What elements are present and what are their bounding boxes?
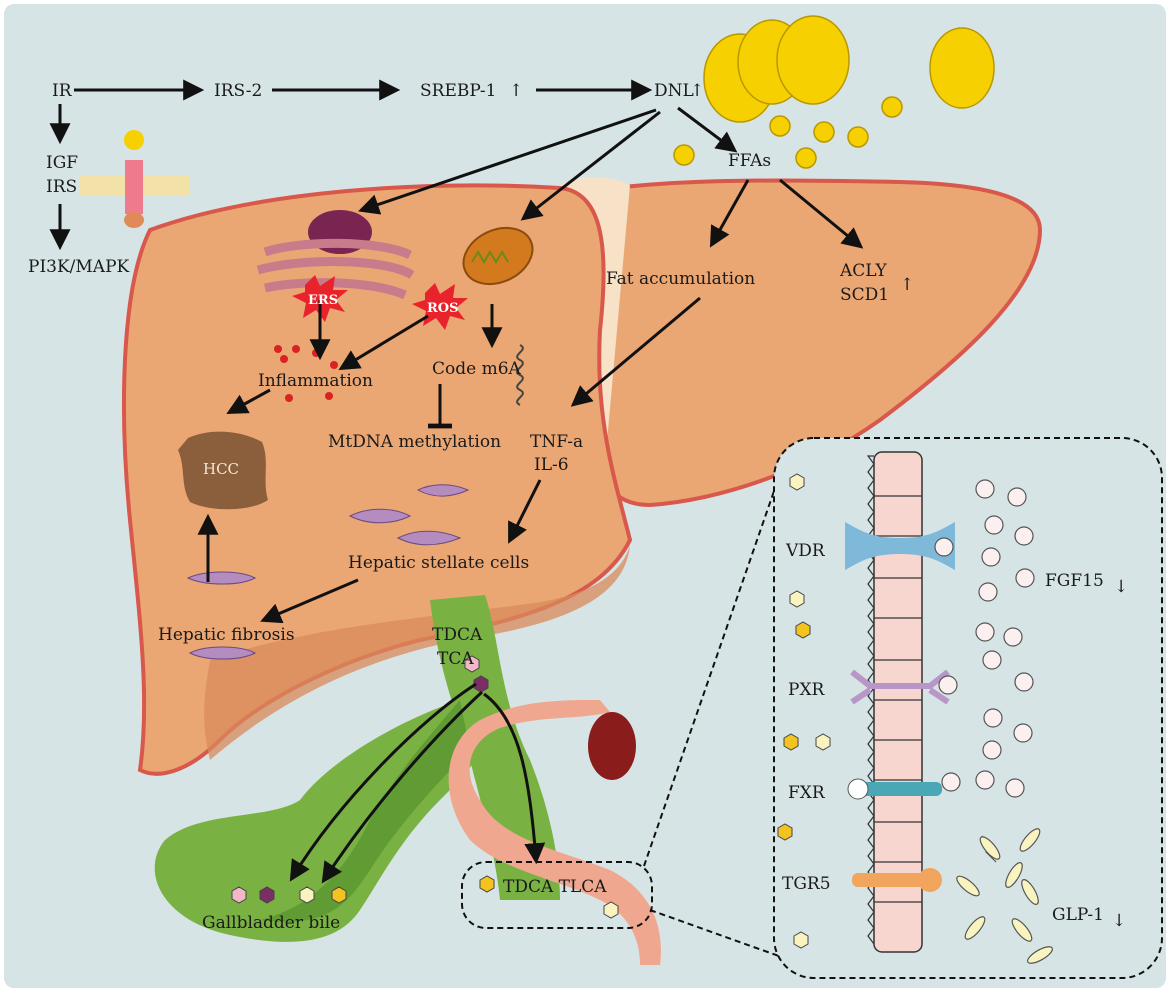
- label-tdca-tlca: TDCA TLCA: [503, 877, 607, 897]
- label-hcc: HCC: [203, 460, 239, 478]
- intestine: [448, 700, 661, 965]
- label-mtdna-methylation: MtDNA methylation: [328, 432, 501, 452]
- hcc-tumor: [178, 431, 268, 510]
- label-ers: ERS: [308, 293, 338, 308]
- bile-duct: [430, 595, 560, 900]
- zoom-region: [461, 861, 653, 929]
- intestine-lumen: [588, 712, 636, 780]
- fxr-receptor: [847, 778, 942, 800]
- label-ir: IR: [52, 81, 73, 101]
- label-irs2: IRS-2: [214, 81, 262, 101]
- srebp1-up-arrow: ↑: [509, 81, 523, 101]
- dna-helix-icon: [516, 344, 524, 406]
- vdr-receptor: [845, 522, 955, 570]
- glp1-down-arrow: ↓: [1112, 911, 1126, 931]
- ers-burst: [292, 275, 348, 322]
- label-tgr5: TGR5: [782, 874, 831, 894]
- pathway-arrows: [49, 79, 864, 884]
- label-fgf15: FGF15: [1045, 571, 1104, 591]
- mitochondrion-icon: [462, 226, 534, 286]
- label-ffas: FFAs: [728, 151, 771, 171]
- liver-lower-shade: [204, 545, 630, 760]
- label-pxr: PXR: [788, 680, 826, 700]
- label-code-m6a: Code m6A: [432, 359, 522, 379]
- intestinal-zoom-panel: [773, 437, 1163, 979]
- fat-droplets: [673, 15, 995, 169]
- zoom-connector-bottom: [649, 909, 791, 961]
- label-il6: IL-6: [534, 455, 569, 475]
- label-dnl: DNL: [654, 81, 694, 101]
- label-tnf-a: TNF-a: [530, 432, 583, 452]
- label-acly: ACLY: [839, 261, 887, 281]
- label-inflammation: Inflammation: [258, 371, 373, 391]
- endoplasmic-reticulum-icon: [256, 210, 415, 300]
- dnl-up-arrow: ↑: [690, 81, 704, 101]
- label-vdr: VDR: [785, 541, 826, 561]
- fibrosis-cells: [186, 571, 257, 660]
- zoom-connector-top: [643, 444, 791, 867]
- fgf15-particles: [934, 479, 1035, 798]
- label-tdca: TDCA: [432, 625, 483, 645]
- label-pi3k-mapk: PI3K/MAPK: [28, 257, 130, 277]
- gallbladder-shade: [260, 700, 470, 922]
- tgr5-receptor: [852, 868, 942, 892]
- label-hepatic-stellate-cells: Hepatic stellate cells: [348, 553, 529, 573]
- enterocyte-column: [866, 451, 923, 953]
- duct-bile-acids: [231, 655, 619, 919]
- stellate-cells: [348, 484, 470, 546]
- label-ros: ROS: [427, 301, 459, 316]
- label-fxr: FXR: [788, 783, 826, 803]
- glp1-particles: [956, 828, 1053, 964]
- gallbladder: [154, 700, 483, 942]
- fgf15-down-arrow: ↓: [1114, 577, 1128, 597]
- acly-scd1-up-arrow: ↑: [900, 275, 914, 295]
- pxr-receptor: [850, 669, 950, 705]
- label-scd1: SCD1: [840, 285, 889, 305]
- label-igf: IGF: [46, 153, 78, 173]
- label-gallbladder-bile: Gallbladder bile: [202, 913, 340, 933]
- label-fat-accumulation: Fat accumulation: [606, 269, 755, 289]
- membrane-receptor-icon: [80, 130, 190, 228]
- label-tca: TCA: [437, 649, 474, 669]
- label-glp1: GLP-1: [1052, 905, 1104, 925]
- panel-bile-acids: [777, 473, 831, 949]
- label-irs: IRS: [46, 177, 77, 197]
- label-srebp1: SREBP-1: [420, 81, 496, 101]
- label-hepatic-fibrosis: Hepatic fibrosis: [158, 625, 295, 645]
